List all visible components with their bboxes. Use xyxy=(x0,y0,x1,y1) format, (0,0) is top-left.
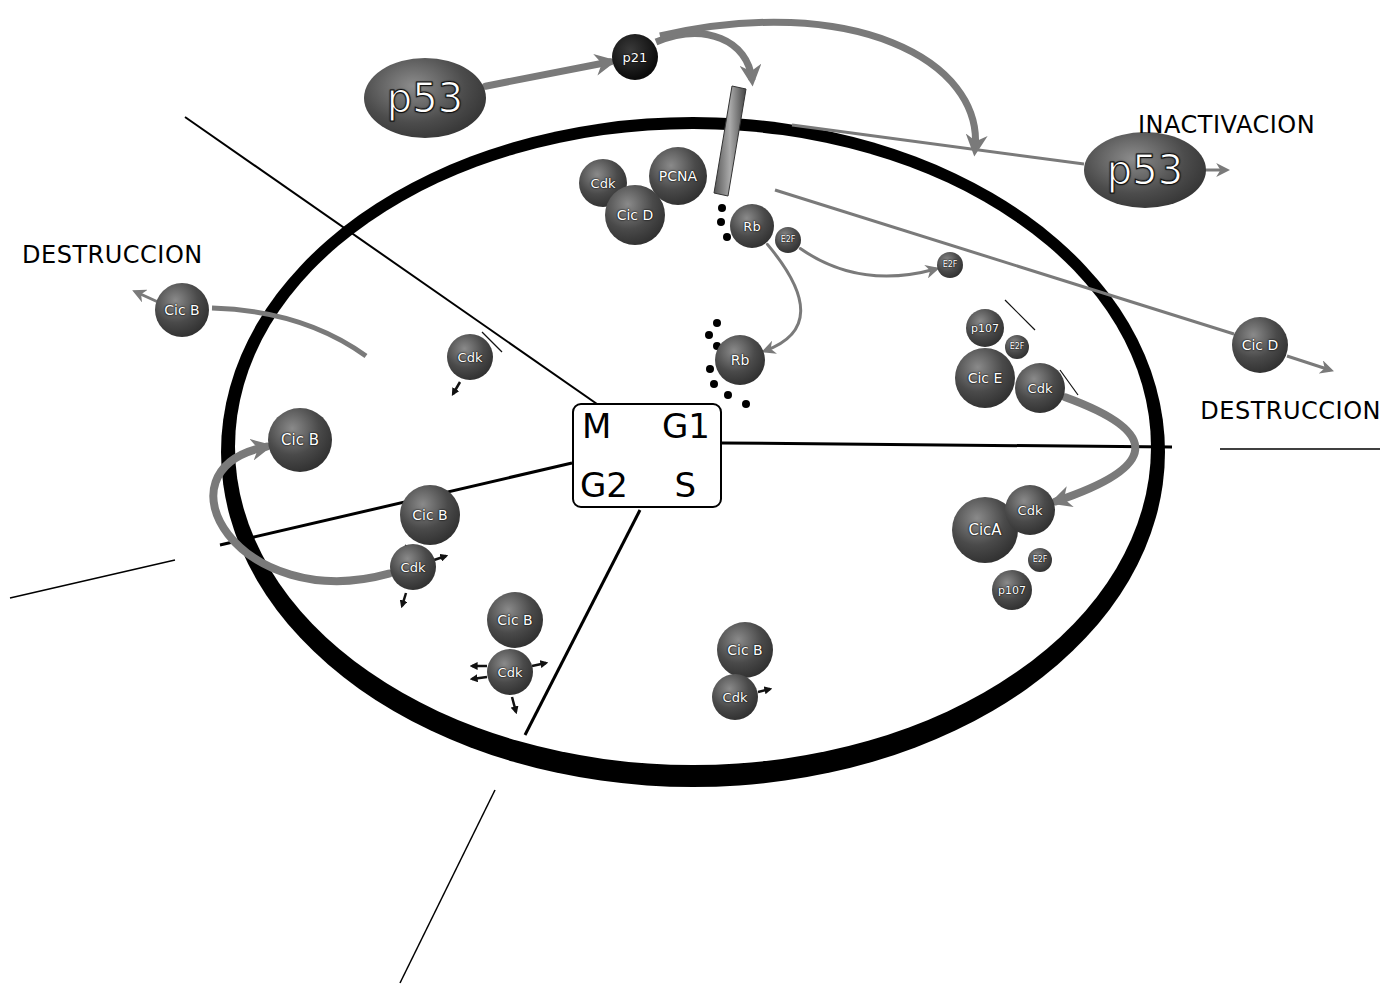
reaction-arrow xyxy=(800,249,935,277)
molecule-sphere: E2F xyxy=(775,227,801,253)
molecule-label: Rb xyxy=(731,353,750,367)
molecule-label: Cdk xyxy=(1018,504,1043,517)
molecule-sphere: Cic B xyxy=(268,408,332,472)
membrane-bar xyxy=(714,86,746,196)
reaction-arrow xyxy=(485,62,610,86)
molecule-sphere: Cic B xyxy=(717,622,773,678)
reaction-arrow xyxy=(765,244,800,350)
molecule-sphere: Cic E xyxy=(955,348,1015,408)
phase-label: S xyxy=(674,468,696,502)
molecule-label: p53 xyxy=(1107,150,1183,190)
destruction-arrow xyxy=(212,308,366,356)
molecule-label: Cdk xyxy=(723,691,748,704)
molecule-sphere: Cic B xyxy=(400,485,460,545)
inactivation-arrow xyxy=(1205,169,1226,172)
molecule-label: p107 xyxy=(998,585,1026,596)
process-label: INACTIVACION xyxy=(1138,112,1315,138)
molecule-label: Cic E xyxy=(968,371,1003,385)
molecule-label: p107 xyxy=(971,323,999,334)
molecule-sphere: Cic D xyxy=(1232,317,1288,373)
phase-line xyxy=(10,560,175,598)
molecule-sphere: p107 xyxy=(992,570,1032,610)
phase-label: M xyxy=(582,409,611,443)
p21-arrow xyxy=(656,34,752,80)
process-label: DESTRUCCION xyxy=(1200,398,1381,424)
molecule-label: E2F xyxy=(943,261,958,269)
phase-line xyxy=(400,790,495,983)
molecule-sphere: Rb xyxy=(715,335,765,385)
molecule-sphere: Cdk xyxy=(447,334,493,380)
reaction-arrow xyxy=(1056,397,1136,501)
destruction-arrow xyxy=(136,292,158,302)
molecule-sphere: Rb xyxy=(730,204,774,248)
molecule-label: Cdk xyxy=(1028,382,1053,395)
phosphorylation-arrows xyxy=(402,382,770,712)
molecule-sphere: p21 xyxy=(612,34,658,80)
phase-line xyxy=(722,443,1172,447)
molecule-sphere: Cic D xyxy=(605,185,665,245)
molecule-label: p53 xyxy=(387,78,463,118)
molecule-label: E2F xyxy=(1010,343,1025,351)
phase-box: M G1G2 S xyxy=(572,403,722,508)
phase-line xyxy=(1220,448,1380,450)
molecule-label: Cdk xyxy=(401,561,426,574)
molecule-label: Cic B xyxy=(412,508,447,522)
molecule-label: Cic D xyxy=(1242,338,1279,352)
molecule-label: Cic B xyxy=(164,303,199,317)
molecule-label: PCNA xyxy=(659,169,697,183)
phase-label: G1 xyxy=(662,409,710,443)
molecule-label: Cic B xyxy=(281,433,319,448)
molecule-label: p21 xyxy=(623,51,648,64)
molecule-sphere: Cdk xyxy=(1005,485,1055,535)
molecule-sphere: Cdk xyxy=(712,674,758,720)
phase-label: G2 xyxy=(580,468,628,502)
molecule-sphere: p53 xyxy=(1084,132,1206,208)
molecule-label: Cic B xyxy=(497,613,532,627)
molecule-sphere: Cic B xyxy=(487,592,543,648)
molecule-sphere: p53 xyxy=(364,58,486,138)
molecule-label: Cdk xyxy=(458,351,483,364)
p21-arrow xyxy=(660,22,976,150)
molecule-label: Cdk xyxy=(591,177,616,190)
leader-line xyxy=(775,190,1234,334)
molecule-sphere: Cdk xyxy=(487,649,533,695)
molecule-label: Rb xyxy=(743,220,760,233)
molecule-sphere: Cic B xyxy=(155,283,209,337)
molecule-sphere: E2F xyxy=(937,252,963,278)
molecule-sphere: Cdk xyxy=(1015,363,1065,413)
molecule-sphere: E2F xyxy=(1005,335,1029,359)
destruction-arrow xyxy=(1287,356,1330,370)
process-label: DESTRUCCION xyxy=(22,242,203,268)
molecule-label: Cic D xyxy=(617,208,654,222)
phase-line xyxy=(220,463,572,545)
molecule-label: Cdk xyxy=(498,666,523,679)
molecule-sphere: p107 xyxy=(966,309,1004,347)
molecule-label: E2F xyxy=(781,236,796,244)
molecule-sphere: E2F xyxy=(1028,548,1052,572)
molecule-sphere: Cdk xyxy=(390,544,436,590)
molecule-label: Cic B xyxy=(727,643,762,657)
phase-line xyxy=(185,117,620,420)
molecule-label: CicA xyxy=(968,523,1001,538)
leader-line xyxy=(792,125,1084,164)
molecule-label: E2F xyxy=(1033,556,1048,564)
cell-outline xyxy=(221,117,1165,787)
